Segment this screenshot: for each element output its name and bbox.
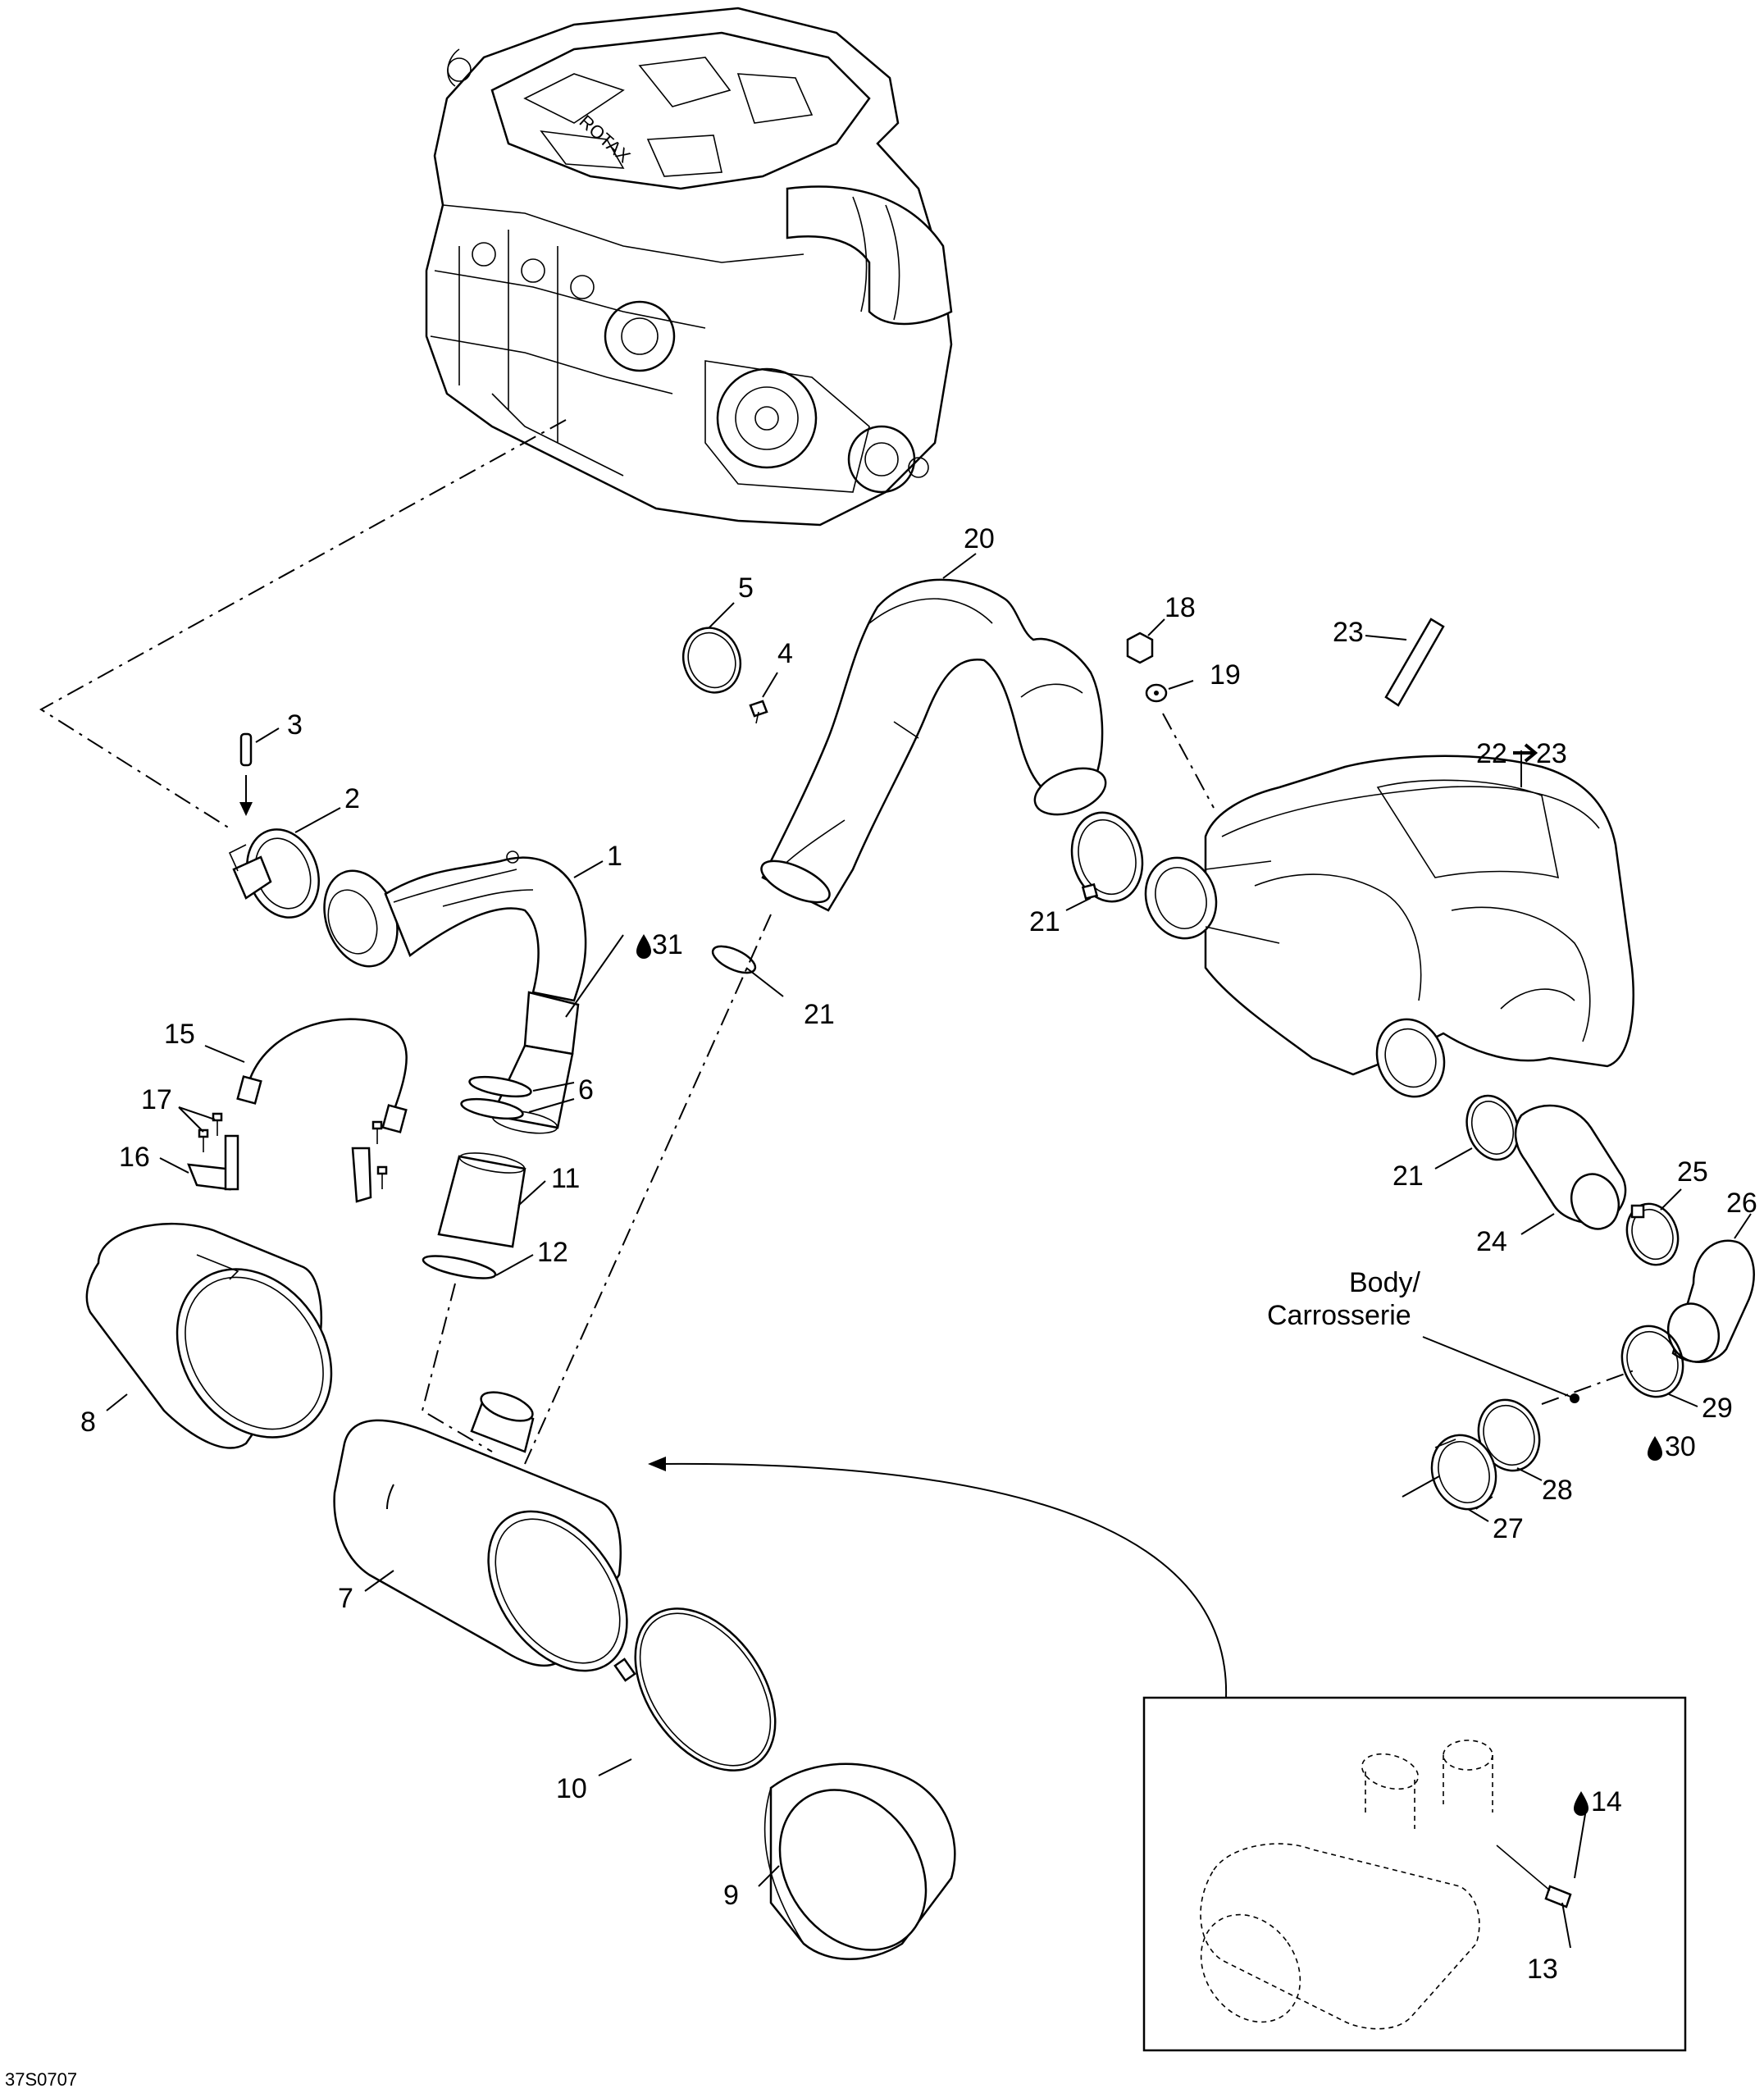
- callout-17: 17: [141, 1084, 172, 1115]
- part-21-clamp-b: [1065, 811, 1144, 911]
- part-5-clamp: [681, 602, 742, 694]
- part-25-clamp: [1625, 1188, 1682, 1266]
- part-26-elbow: [1666, 1213, 1755, 1363]
- callout-29: 29: [1702, 1393, 1733, 1424]
- callout-1: 1: [607, 841, 622, 872]
- part-21-clamp-c: [1434, 1094, 1520, 1170]
- callout-3: 3: [287, 709, 303, 741]
- part-21-clamp-a: [711, 945, 784, 997]
- callout-10: 10: [556, 1773, 587, 1804]
- part-19-washer: [1145, 680, 1194, 703]
- inset-muffler-sensor-view: [1142, 1696, 1687, 2052]
- callout-15: 15: [164, 1019, 195, 1050]
- part-16-brackets: [159, 1134, 372, 1203]
- inset-reference-arrow: [648, 1457, 1228, 1699]
- part-11-sleeve: [437, 1152, 546, 1248]
- part-7-muffler: [333, 1391, 628, 1672]
- part-17-screws: [178, 1106, 388, 1189]
- engine-link-line: [39, 419, 567, 829]
- part-24-hose: [1514, 1104, 1627, 1235]
- drop-icon: [1574, 1791, 1589, 1816]
- part-18-bolt: [1126, 618, 1165, 664]
- part-9-end-cap: [758, 1762, 956, 1960]
- callout-14: 14: [1591, 1786, 1622, 1817]
- part-27-flange: [1402, 1434, 1497, 1522]
- callout-7: 7: [338, 1583, 353, 1614]
- part-4-screw: [749, 672, 778, 724]
- body-label-line-2: Carrosserie: [1267, 1300, 1411, 1331]
- engine: ROTAX: [425, 7, 953, 527]
- callout-26: 26: [1726, 1188, 1757, 1219]
- callout-22: 22: [1476, 738, 1507, 769]
- callout-6: 6: [578, 1074, 594, 1106]
- drop-icon: [636, 934, 651, 959]
- callout-24: 24: [1476, 1226, 1507, 1257]
- drop-icon: [1648, 1436, 1662, 1461]
- part-2-clamp: [228, 807, 341, 919]
- part-23-rod: [1365, 618, 1445, 707]
- callout-31: 31: [652, 929, 683, 960]
- callout-2: 2: [344, 783, 360, 814]
- bolt-link-line: [1162, 713, 1215, 809]
- part-1-exhaust-pipe: [323, 850, 624, 1134]
- part-22-resonator: [1144, 750, 1634, 1098]
- part-10-clamp-ring: [598, 1607, 777, 1776]
- callout-21-c: 21: [1393, 1160, 1424, 1192]
- body-label-line-1: Body/: [1349, 1267, 1420, 1298]
- callout-18: 18: [1165, 592, 1196, 623]
- body-reference-marker: [1422, 1336, 1637, 1405]
- callout-labels: 1 2 3 4 5 6 7 8 9 10 11 12 13 14 15 16 1…: [5, 523, 1757, 2090]
- callout-30: 30: [1665, 1431, 1696, 1462]
- callout-20: 20: [964, 523, 995, 554]
- right-arrow-icon: [1513, 743, 1538, 763]
- callout-8: 8: [80, 1407, 96, 1438]
- callout-28: 28: [1542, 1475, 1573, 1506]
- part-12-ring: [422, 1254, 534, 1279]
- callout-25: 25: [1677, 1156, 1708, 1188]
- callout-11: 11: [551, 1163, 580, 1194]
- callout-4: 4: [777, 638, 793, 669]
- callout-16: 16: [119, 1142, 150, 1173]
- part-29-gasket: [1620, 1325, 1698, 1407]
- part-3-pin: [239, 727, 280, 816]
- callout-23-a: 23: [1333, 617, 1364, 648]
- part-6-gaskets: [460, 1075, 575, 1120]
- callout-19: 19: [1210, 659, 1241, 691]
- callout-9: 9: [723, 1880, 739, 1911]
- callout-12: 12: [537, 1237, 568, 1268]
- figure-code: 37S0707: [5, 2069, 77, 2090]
- callout-5: 5: [738, 572, 754, 604]
- pipe-link-line-left: [421, 1283, 493, 1452]
- callout-21-a: 21: [804, 999, 835, 1030]
- callout-21-b: 21: [1029, 906, 1060, 937]
- callout-13: 13: [1527, 1954, 1558, 1985]
- pipe-link-line-right: [524, 914, 772, 1465]
- callout-27: 27: [1493, 1513, 1524, 1544]
- part-8-heat-shield: [85, 1222, 333, 1449]
- part-15-strap: [204, 1018, 408, 1133]
- callout-23-b: 23: [1536, 738, 1567, 769]
- part-20-exhaust-pipe: [760, 553, 1107, 912]
